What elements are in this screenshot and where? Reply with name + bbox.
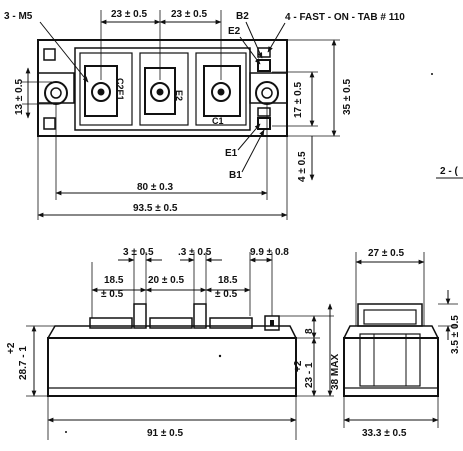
label-b2: B2: [236, 11, 249, 22]
screw-c1: [211, 82, 231, 102]
terminal-block-left: [89, 317, 133, 329]
screw-c2e1: [91, 82, 111, 102]
right-mount-hole: [255, 81, 279, 105]
terminal-block-right: [209, 317, 253, 329]
terminal-pad-c1: [203, 65, 241, 117]
dim-18-right-bot: ± 0.5: [215, 289, 238, 300]
front-view: 3 ± 0.5 .3 ± 0.5 9.9 ± 0.8 18.5 ± 0.5 20…: [6, 247, 341, 440]
dim-28-top: +2: [6, 342, 17, 354]
dim-23-top: +2: [293, 360, 304, 372]
dim-23-left: 23 ± 0.5: [111, 9, 148, 20]
module-body-front: [47, 337, 297, 397]
dim-27: 27 ± 0.5: [368, 248, 405, 259]
dim-28-bot: 28.7 - 1: [18, 346, 29, 380]
label-e2: E2: [228, 26, 241, 37]
terminal-label-e2: E2: [174, 90, 184, 101]
terminal-label-c2e1: C2E1: [115, 78, 125, 101]
tab-b2: [257, 59, 271, 72]
screw-label: 3 - M5: [4, 11, 33, 22]
dim-17: 17 ± 0.5: [293, 81, 304, 118]
dim-18-right-top: 18.5: [218, 275, 238, 286]
dim-23-right: 23 ± 0.5: [171, 9, 208, 20]
dim-18-left-top: 18.5: [104, 275, 124, 286]
tab-label: 4 - FAST - ON - TAB # 110: [285, 12, 405, 23]
dim-8: 8: [304, 328, 315, 334]
module-body-side: [343, 337, 439, 397]
dim-33: 33.3 ± 0.5: [362, 428, 407, 439]
dim-23-bot: 23 - 1: [304, 362, 315, 388]
label-e1: E1: [225, 148, 238, 159]
dim-80: 80 ± 0.3: [137, 182, 174, 193]
side-view: 27 ± 0.5 3.5 ± 0.5 33.3 ± 0.5: [343, 248, 461, 439]
terminal-block-mid: [149, 317, 193, 329]
top-view: C2E1 E2 C1 23 ± 0.5 23 ± 0.5 3 - M5 4 - …: [4, 9, 463, 220]
terminal-label-c1: C1: [212, 116, 224, 126]
screw-e2: [150, 82, 170, 102]
dim-3-right: .3 ± 0.5: [178, 247, 212, 258]
cut-note: 2 - (: [440, 166, 458, 177]
dim-13: 13 ± 0.5: [14, 78, 25, 115]
dim-4: 4 ± 0.5: [297, 151, 308, 182]
dim-38: 38 MAX: [330, 354, 341, 390]
dim-35: 35 ± 0.5: [342, 78, 353, 115]
left-mount-hole: [44, 81, 68, 105]
dim-9-9: 9.9 ± 0.8: [250, 247, 289, 258]
terminal-frame: [74, 47, 251, 131]
label-b1: B1: [229, 170, 242, 181]
dim-3-left: 3 ± 0.5: [123, 247, 154, 258]
dim-93: 93.5 ± 0.5: [133, 203, 178, 214]
tab-e1: [257, 117, 271, 130]
dim-91: 91 ± 0.5: [147, 428, 184, 439]
dim-3-5: 3.5 ± 0.5: [450, 315, 461, 354]
dim-18-left-bot: ± 0.5: [101, 289, 124, 300]
tab-b1: [257, 107, 271, 117]
dim-20: 20 ± 0.5: [148, 275, 185, 286]
